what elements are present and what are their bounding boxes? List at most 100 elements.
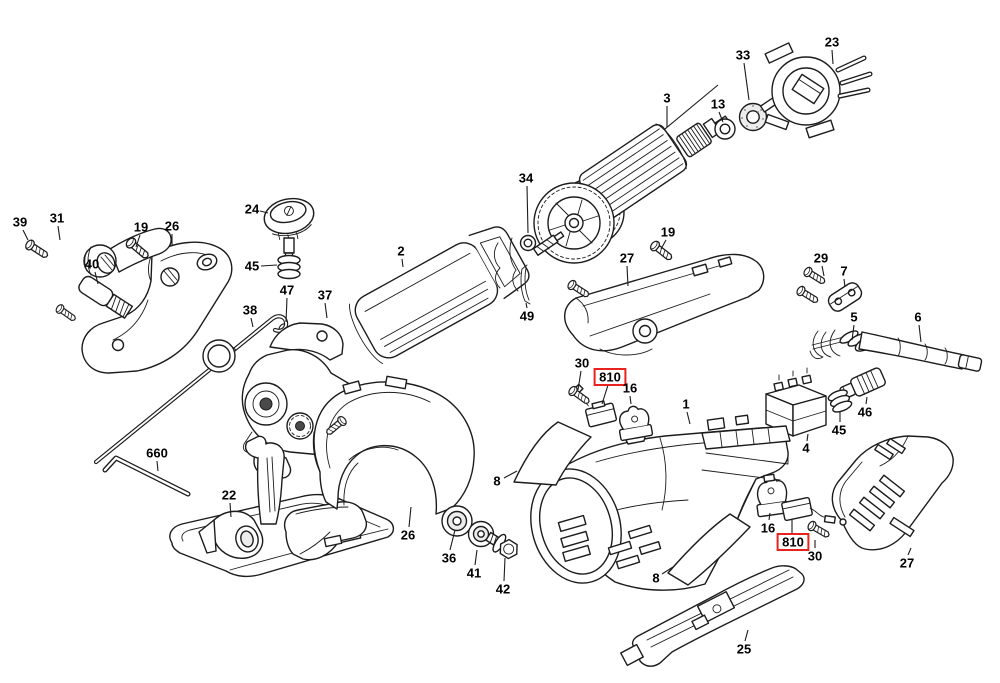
- leader-line: [907, 547, 912, 556]
- leader-line: [285, 297, 288, 323]
- part-label-45: 45: [245, 259, 278, 274]
- part-label-13: 13: [711, 97, 725, 123]
- part-number: 24: [245, 202, 260, 217]
- part-number: 39: [13, 215, 27, 230]
- part-number: 45: [245, 259, 259, 274]
- highlight-box: [593, 368, 627, 386]
- part-number: 45: [832, 423, 846, 438]
- leader-line: [918, 324, 922, 343]
- part-label-25: 25: [737, 629, 751, 657]
- part-label-5: 5: [850, 310, 858, 341]
- handle-cover: [831, 435, 954, 551]
- shoe-assembly: [169, 435, 395, 578]
- part-number: 19: [661, 225, 675, 240]
- lever-screw: [23, 237, 51, 262]
- part-label-29: 29: [814, 251, 828, 277]
- part-number: 8: [493, 474, 500, 489]
- leader-line: [851, 324, 855, 341]
- part-label-23: 23: [825, 35, 839, 65]
- part-label-40: 40: [85, 257, 99, 285]
- motor-field: [349, 226, 530, 364]
- part-number: 26: [165, 219, 179, 234]
- part-number: 40: [85, 257, 99, 272]
- part-number: 30: [808, 549, 822, 564]
- part-label-30: 30: [575, 356, 589, 391]
- ball-bearing: [714, 118, 736, 140]
- switch-block: [765, 367, 827, 437]
- leader-line: [743, 62, 750, 101]
- part-number: 6: [914, 310, 921, 325]
- brush-screw-lower: [805, 519, 832, 541]
- carbon-brush-lower: [781, 496, 836, 524]
- part-label-26-2: 26: [401, 506, 415, 543]
- sintered-bearing: [738, 102, 768, 132]
- leader-line: [626, 265, 629, 287]
- leader-line: [449, 529, 456, 551]
- leader-line: [474, 549, 478, 566]
- part-label-19-2: 19: [660, 225, 675, 250]
- button-spring: [277, 254, 301, 280]
- part-number: 30: [575, 356, 589, 371]
- cord-clamp: [827, 282, 863, 312]
- depth-rod: [93, 314, 289, 465]
- part-label-810: 810: [593, 368, 627, 405]
- leader-line: [525, 302, 528, 309]
- part-number: 49: [520, 309, 534, 324]
- part-number: 1: [682, 397, 689, 412]
- leader-line: [686, 411, 691, 425]
- part-label-37: 37: [318, 288, 332, 319]
- lower-guard-lever: [283, 501, 368, 561]
- part-number: 810: [599, 370, 621, 385]
- part-number: 5: [850, 310, 857, 325]
- part-number: 33: [736, 48, 750, 63]
- leader-line: [601, 384, 609, 405]
- part-number: 36: [442, 551, 456, 566]
- part-label-22: 22: [222, 488, 236, 518]
- leader-line: [408, 506, 412, 528]
- part-label-4: 4: [802, 433, 810, 456]
- part-label-49: 49: [520, 302, 534, 324]
- leader-line: [629, 395, 632, 405]
- bracket-screw-small: [54, 302, 78, 324]
- leader-line: [768, 512, 771, 521]
- gear-housing: [241, 322, 367, 456]
- motor-housing-top: [564, 253, 765, 356]
- part-label-27-2: 27: [900, 547, 914, 571]
- leader-line: [503, 470, 518, 479]
- part-number: 7: [840, 264, 847, 279]
- part-number: 23: [825, 35, 839, 50]
- part-number: 37: [318, 288, 332, 303]
- power-cord: [839, 330, 983, 372]
- clamp-lever: [83, 227, 172, 278]
- brush-holder-upper: [618, 405, 654, 442]
- leader-line: [156, 460, 159, 472]
- label-sticker-upper: [513, 421, 592, 486]
- part-number: 2: [397, 244, 404, 259]
- leader-line: [94, 271, 99, 285]
- part-number: 41: [467, 566, 481, 581]
- part-label-660: 660: [146, 446, 168, 472]
- part-label-26: 26: [165, 219, 179, 246]
- part-label-6: 6: [914, 310, 922, 343]
- leader-line: [577, 370, 582, 391]
- leader-line: [865, 396, 868, 405]
- contact-spring: [827, 389, 853, 413]
- part-label-1: 1: [682, 397, 691, 425]
- label-sticker-lower: [667, 513, 751, 586]
- part-label-3: 3: [663, 91, 671, 127]
- part-number: 29: [814, 251, 828, 266]
- leader-line: [526, 185, 529, 234]
- part-label-47: 47: [280, 283, 294, 323]
- part-label-38: 38: [243, 303, 257, 328]
- leader-line: [744, 629, 749, 642]
- leader-line: [661, 566, 674, 575]
- leader-line: [401, 258, 404, 268]
- leader-line: [324, 302, 328, 319]
- part-number: 27: [900, 556, 914, 571]
- housing-screw-right: [648, 238, 675, 264]
- part-number: 38: [243, 303, 257, 318]
- shim-washer: [519, 234, 537, 252]
- leader-line: [229, 502, 232, 518]
- part-label-36: 36: [442, 529, 456, 566]
